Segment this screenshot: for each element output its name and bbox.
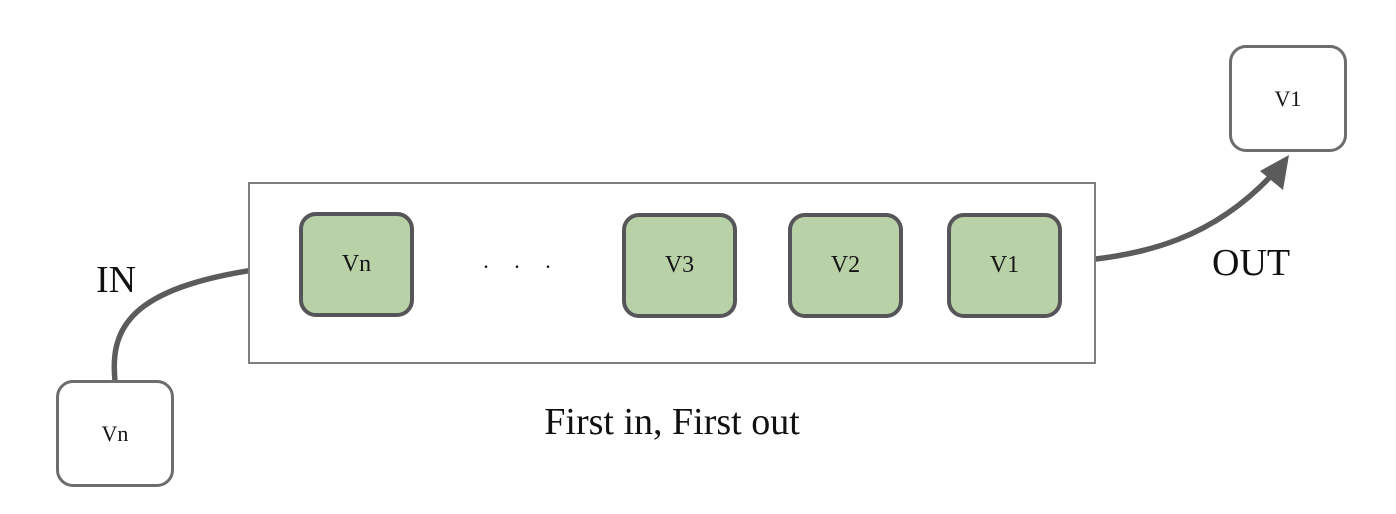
queue-cell-label: Vn (341, 251, 372, 277)
queue-ellipsis: . . . (483, 248, 561, 273)
incoming-node-label: Vn (101, 420, 129, 446)
incoming-node: Vn (56, 380, 174, 487)
outgoing-node: V1 (1229, 45, 1347, 152)
queue-cell-v3: V3 (622, 213, 737, 318)
queue-cell-label: V3 (664, 252, 695, 278)
queue-cell-label: V2 (830, 252, 861, 278)
queue-cell-v2: V2 (788, 213, 903, 318)
out-label: OUT (1212, 242, 1291, 284)
queue-cell-v1: V1 (947, 213, 1062, 318)
queue-cell-label: V1 (989, 252, 1020, 278)
in-label: IN (96, 259, 137, 301)
outgoing-node-label: V1 (1274, 85, 1302, 111)
queue-cell-vn: Vn (299, 212, 414, 317)
diagram-caption: First in, First out (544, 401, 800, 443)
